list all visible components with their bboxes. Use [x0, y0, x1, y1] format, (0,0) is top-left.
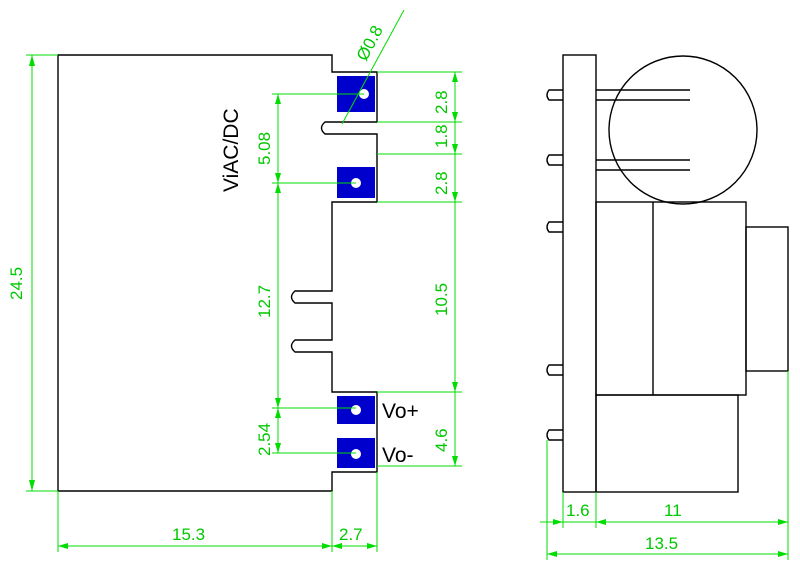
dim-height [26, 54, 58, 492]
dim-right-stack [377, 71, 462, 467]
dim-hole-leader [341, 9, 405, 125]
dim-side-widths [540, 371, 789, 560]
front-view-outline [57, 54, 378, 492]
dim-pitch-in-label: 5.08 [255, 132, 274, 165]
dim-bottom-widths [57, 472, 378, 552]
side-view [546, 54, 789, 493]
dim-side-body-label: 11 [664, 501, 682, 520]
dim-pitch-mid-label: 12.7 [255, 285, 274, 318]
dim-pad-top-label: 2.8 [432, 90, 451, 114]
dim-height-label: 24.5 [7, 267, 26, 300]
pin-label-vo-plus: Vo+ [382, 400, 419, 423]
dim-gap-mid-label: 10.5 [432, 283, 451, 316]
dim-width-main-label: 15.3 [172, 525, 205, 544]
input-label: ViAC/DC [220, 108, 243, 192]
dim-pitch-out-label: 2.54 [255, 423, 274, 456]
pin-pad-3 [337, 396, 375, 424]
dim-pitch-in [272, 93, 364, 184]
dim-side-total-label: 13.5 [645, 534, 678, 553]
dim-bottom-span-label: 4.6 [432, 428, 451, 452]
dim-pad-second-label: 2.8 [432, 171, 451, 195]
dim-pitch-out [272, 408, 356, 454]
pin-label-vo-minus: Vo- [382, 444, 414, 467]
dim-width-tab-label: 2.7 [339, 525, 363, 544]
dim-side-base-label: 1.6 [566, 501, 590, 520]
dim-slot-gap-label: 1.8 [432, 124, 451, 148]
dim-pitch-mid [272, 183, 356, 409]
dim-hole-label: Ø0.8 [353, 22, 387, 63]
